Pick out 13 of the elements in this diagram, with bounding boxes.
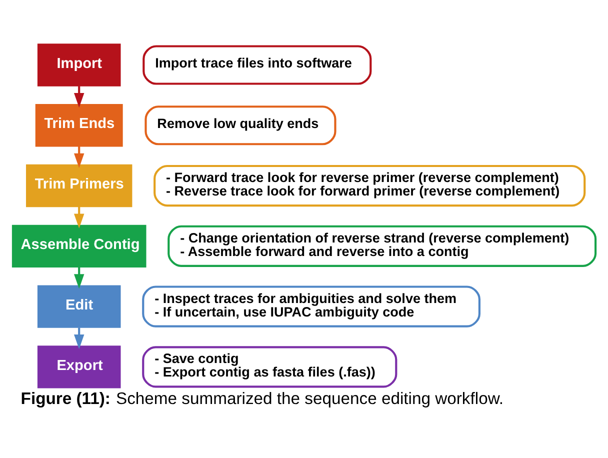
node-box: - Inspect traces for ambiguities and solve them - If uncertain, use IUPAC ambiguity code [142,285,480,327]
node-box: - Save contig - Export contig as fasta files (.fas)) [142,346,398,388]
node-box: Trim Ends [35,104,123,146]
node-box: Remove low quality ends [144,105,336,145]
node-box: Export [37,345,121,388]
node-box: Edit [37,284,121,328]
node-box: Trim Primers [26,164,132,207]
node-box: - Forward trace look for reverse primer (reverse complement) - Reverse trace look for forward primer (reverse complement) [154,164,586,206]
node-box: Import [37,43,121,86]
node-box: Assemble Contig [12,224,146,267]
node-box: - Change orientation of reverse strand (reverse complement) - Assemble forward and reverse into a contig [168,224,597,266]
caption: Figure (11): Scheme summarized the sequence editing workflow. [20,388,504,408]
node-box: Import trace files into software [142,44,372,84]
